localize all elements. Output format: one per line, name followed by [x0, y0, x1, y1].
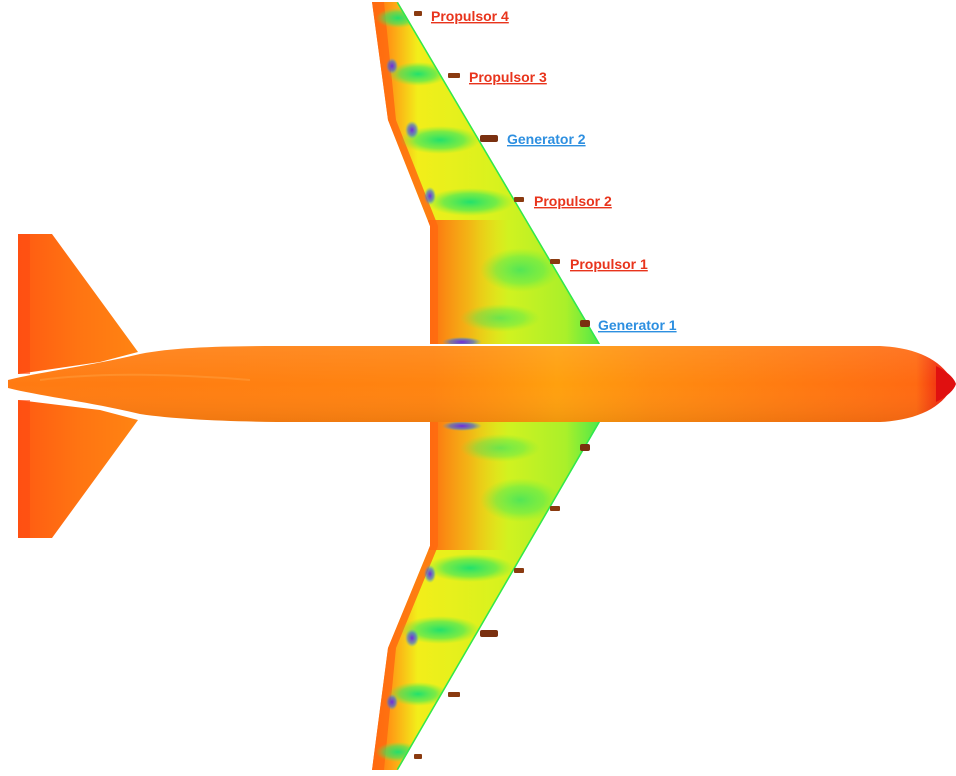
- wing-upper: [372, 2, 600, 344]
- propulsor-3-nacelle: [448, 73, 460, 78]
- horizontal-stabilizer-lower: [18, 400, 138, 538]
- propulsor-4-nacelle: [414, 11, 422, 16]
- generator-2-nacelle: [480, 135, 498, 142]
- propulsor-2-nacelle: [514, 197, 524, 202]
- label-propulsor-2: Propulsor 2: [534, 193, 612, 209]
- label-generator-2: Generator 2: [507, 131, 586, 147]
- label-propulsor-4: Propulsor 4: [431, 8, 509, 24]
- horizontal-stabilizer-upper: [18, 234, 138, 374]
- label-generator-1: Generator 1: [598, 317, 677, 333]
- propulsor-1-nacelle: [550, 259, 560, 264]
- wing-lower: [372, 422, 600, 770]
- label-propulsor-3: Propulsor 3: [469, 69, 547, 85]
- component-labels: Propulsor 4 Propulsor 3 Generator 2 Prop…: [431, 8, 677, 333]
- nacelles-lower: [414, 444, 590, 759]
- fuselage: [8, 346, 956, 422]
- generator-1-nacelle: [580, 320, 590, 327]
- label-propulsor-1: Propulsor 1: [570, 256, 648, 272]
- nacelles-upper: [414, 11, 590, 327]
